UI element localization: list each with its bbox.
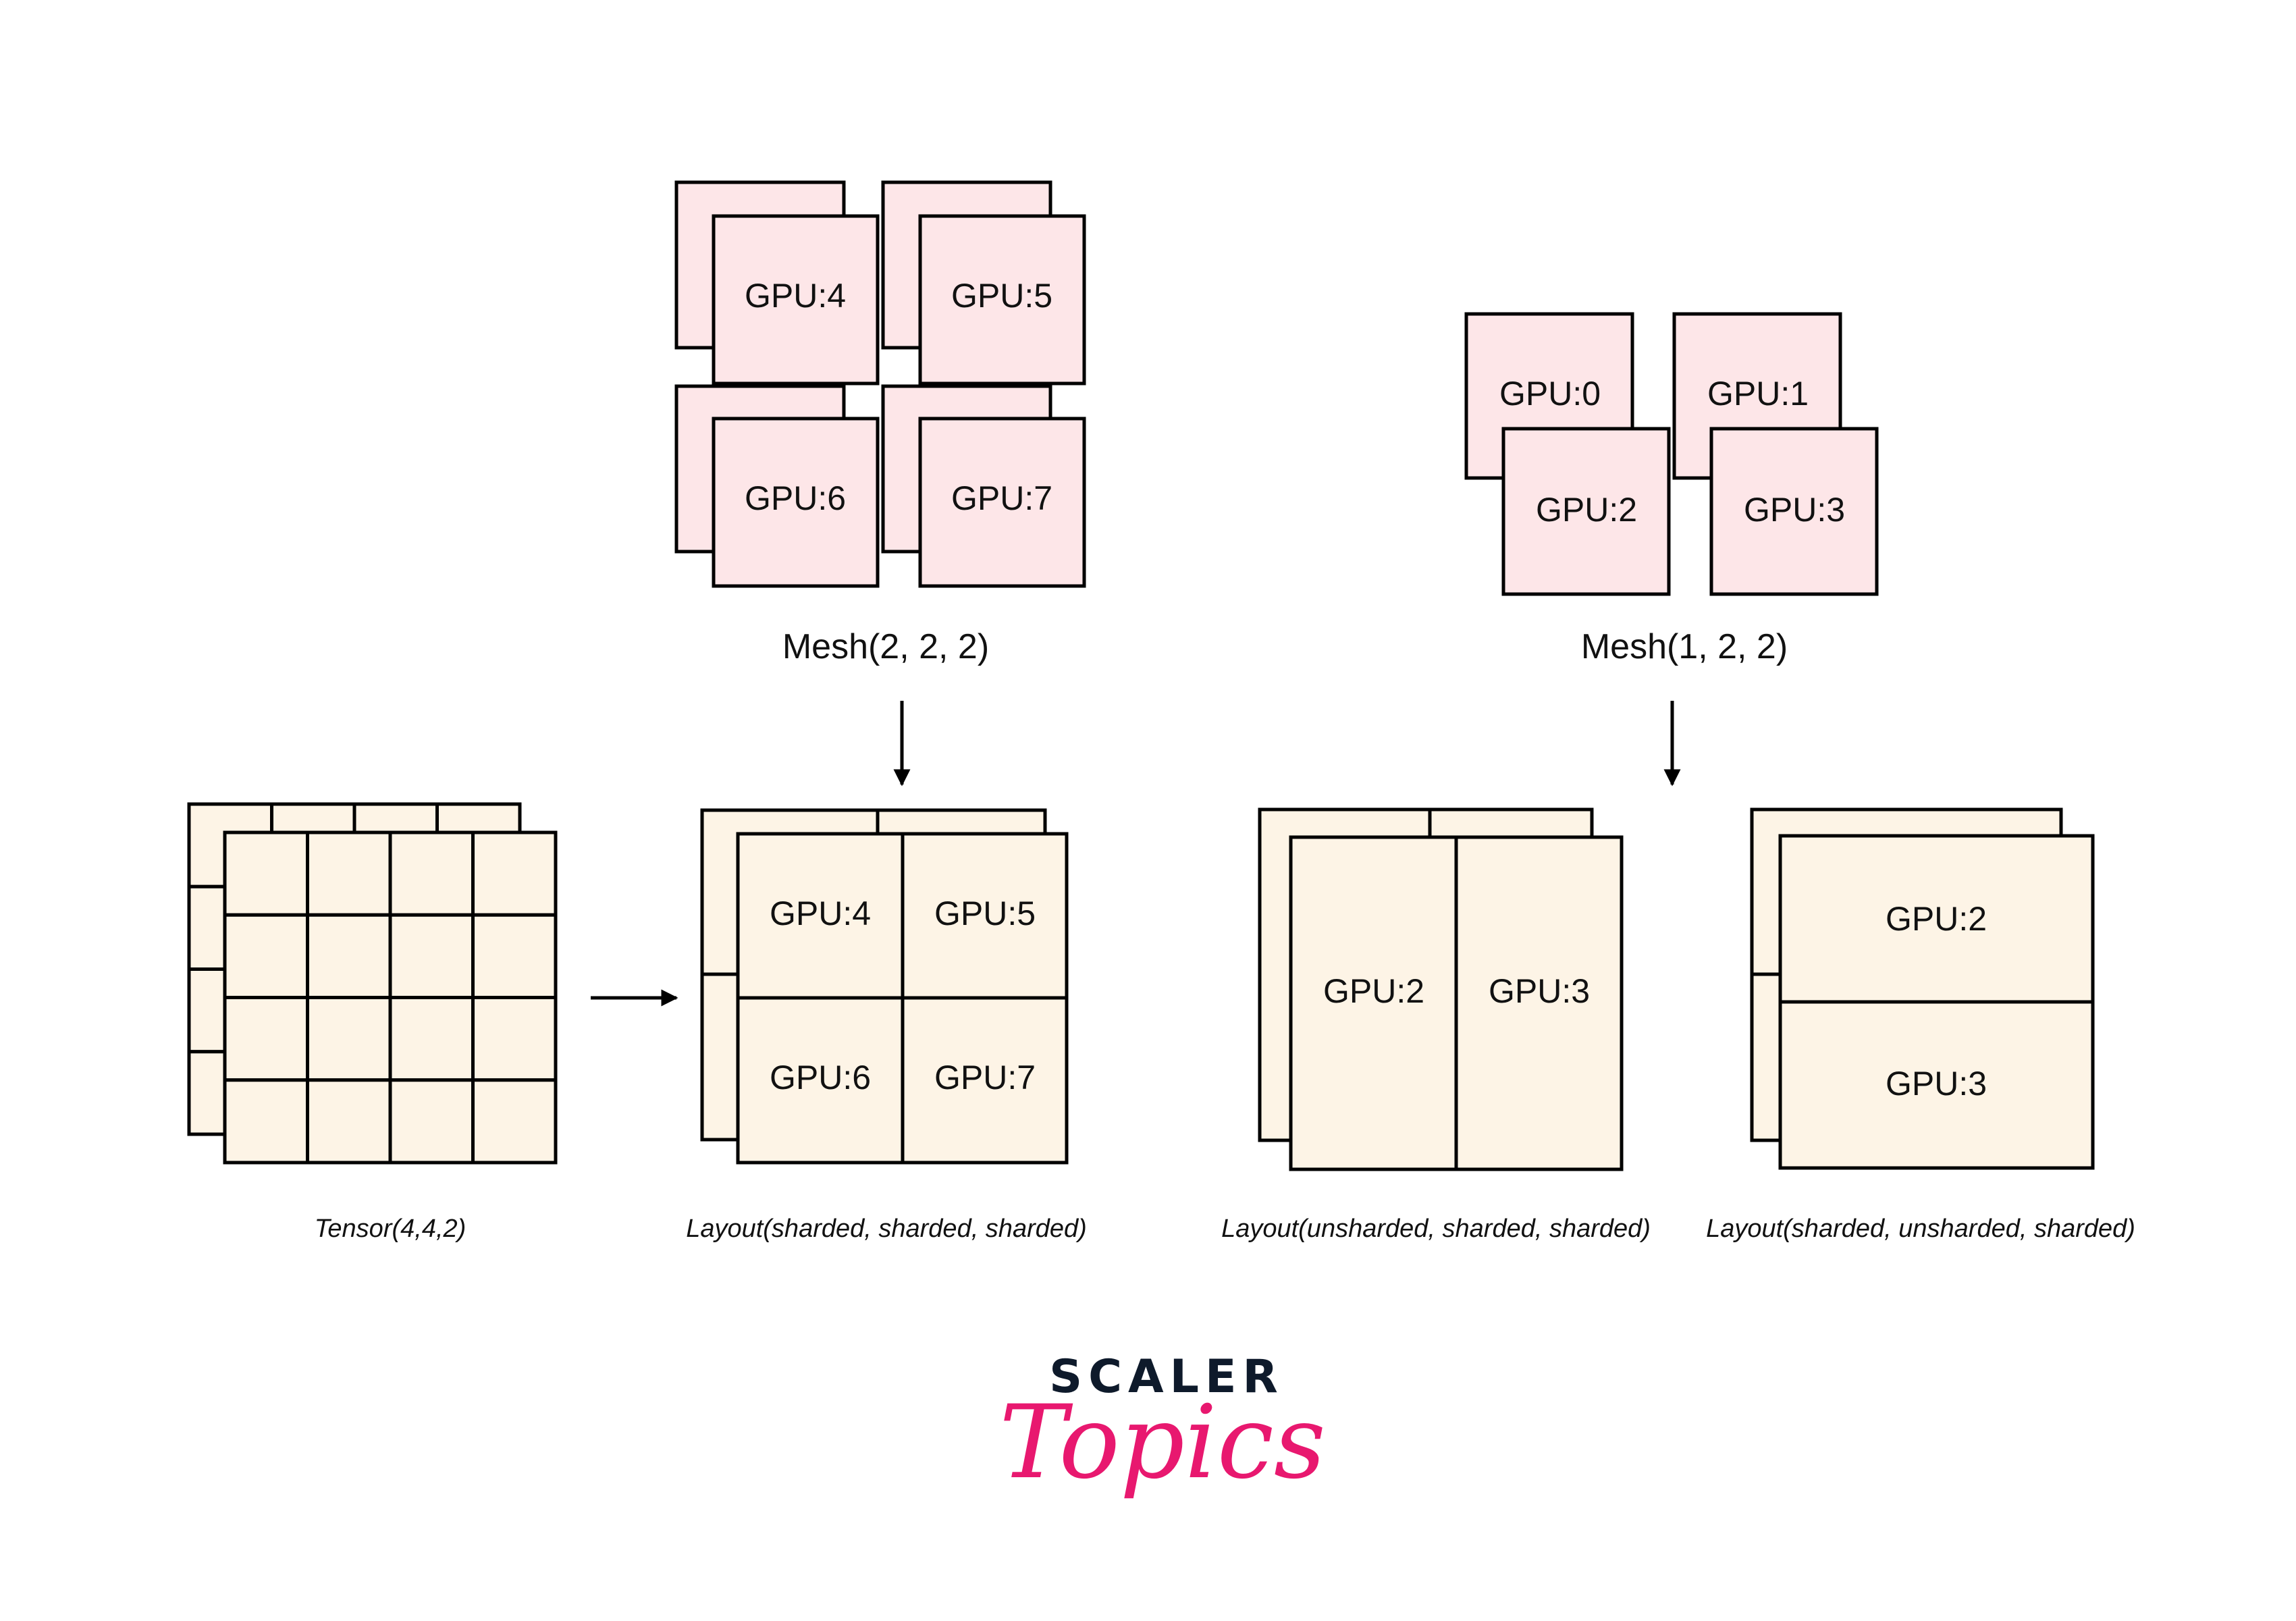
mesh-device-stack: GPU:6 [674, 384, 880, 588]
mesh-label: Mesh(1, 2, 2) [1581, 627, 1788, 666]
mesh-1-2-2: GPU:0 GPU:1 GPU:2 GPU:3 Mesh(1, 2, 2) [1464, 312, 1879, 787]
layout-unsharded-sharded-sharded: GPU:2 GPU:3 Layout(unsharded, sharded, s… [1221, 807, 1651, 1243]
mesh-device-stack: GPU:7 [881, 384, 1086, 588]
mesh-device [1501, 427, 1671, 596]
device-label: GPU:1 [1707, 375, 1809, 413]
tensor-cell [306, 1078, 392, 1165]
mesh-device [1709, 427, 1879, 596]
device-label: GPU:0 [1499, 375, 1601, 413]
tensor-front-layer [223, 830, 558, 1165]
tensor-cell [388, 913, 475, 999]
tensor-cell [471, 830, 558, 917]
tensor-cell [306, 830, 392, 917]
shard-label: GPU:4 [770, 895, 871, 932]
device-label: GPU:2 [1536, 491, 1637, 529]
shard-label: GPU:3 [1886, 1065, 1987, 1102]
layout-sharded-unsharded-sharded: GPU:2 GPU:3 Layout(sharded, unsharded, s… [1706, 807, 2135, 1243]
logo-sub: Topics [999, 1384, 1326, 1502]
device-label: GPU:4 [745, 277, 846, 315]
layout-caption: Layout(unsharded, sharded, sharded) [1221, 1215, 1651, 1243]
mesh-device-stack: GPU:2 [1501, 427, 1671, 596]
tensor-cell [471, 996, 558, 1082]
mesh-label: Mesh(2, 2, 2) [782, 627, 989, 666]
device-label: GPU:7 [951, 479, 1052, 517]
tensor-cell [223, 830, 309, 917]
logo-brand: SCALER [1049, 1350, 1284, 1404]
mesh-device-stack: GPU:4 [674, 180, 880, 386]
tensor-cell [471, 913, 558, 999]
tensor-cell [223, 1078, 309, 1165]
device-label: GPU:3 [1744, 491, 1845, 529]
mesh-device-stack: GPU:3 [1709, 427, 1879, 596]
shard-label: GPU:5 [934, 895, 1036, 932]
tensor-cell [388, 1078, 475, 1165]
tensor-cell [388, 830, 475, 917]
shard-label: GPU:2 [1886, 900, 1987, 938]
scaler-topics-logo: SCALER Topics [999, 1350, 1326, 1502]
mesh-device [712, 417, 880, 588]
mesh-device [918, 417, 1086, 588]
tensor-caption: Tensor(4,4,2) [315, 1215, 466, 1243]
mesh-2-2-2: GPU:4 GPU:5 GPU:6 GPU:7 Mesh(2, 2, 2) [674, 180, 1086, 787]
layout-caption: Layout(sharded, unsharded, sharded) [1706, 1215, 2135, 1243]
tensor-cell [223, 913, 309, 999]
tensor-block: Tensor(4,4,2) [187, 802, 558, 1243]
tensor-cell [223, 996, 309, 1082]
shard-label: GPU:2 [1323, 972, 1424, 1010]
tensor-cell [306, 913, 392, 999]
tensor-cell [471, 1078, 558, 1165]
layout-caption: Layout(sharded, sharded, sharded) [686, 1215, 1087, 1243]
layout-sharded-sharded-sharded: GPU:4 GPU:5 GPU:6 GPU:7 Layout(sharded, … [686, 808, 1087, 1243]
shard-label: GPU:6 [770, 1059, 871, 1096]
mesh-device [712, 214, 880, 386]
device-label: GPU:5 [951, 277, 1052, 315]
shard-label: GPU:3 [1489, 972, 1590, 1010]
device-label: GPU:6 [745, 479, 846, 517]
tensor-cell [388, 996, 475, 1082]
mesh-device-stack: GPU:5 [881, 180, 1086, 386]
tensor-cell [306, 996, 392, 1082]
mesh-device [918, 214, 1086, 386]
shard-label: GPU:7 [934, 1059, 1036, 1096]
